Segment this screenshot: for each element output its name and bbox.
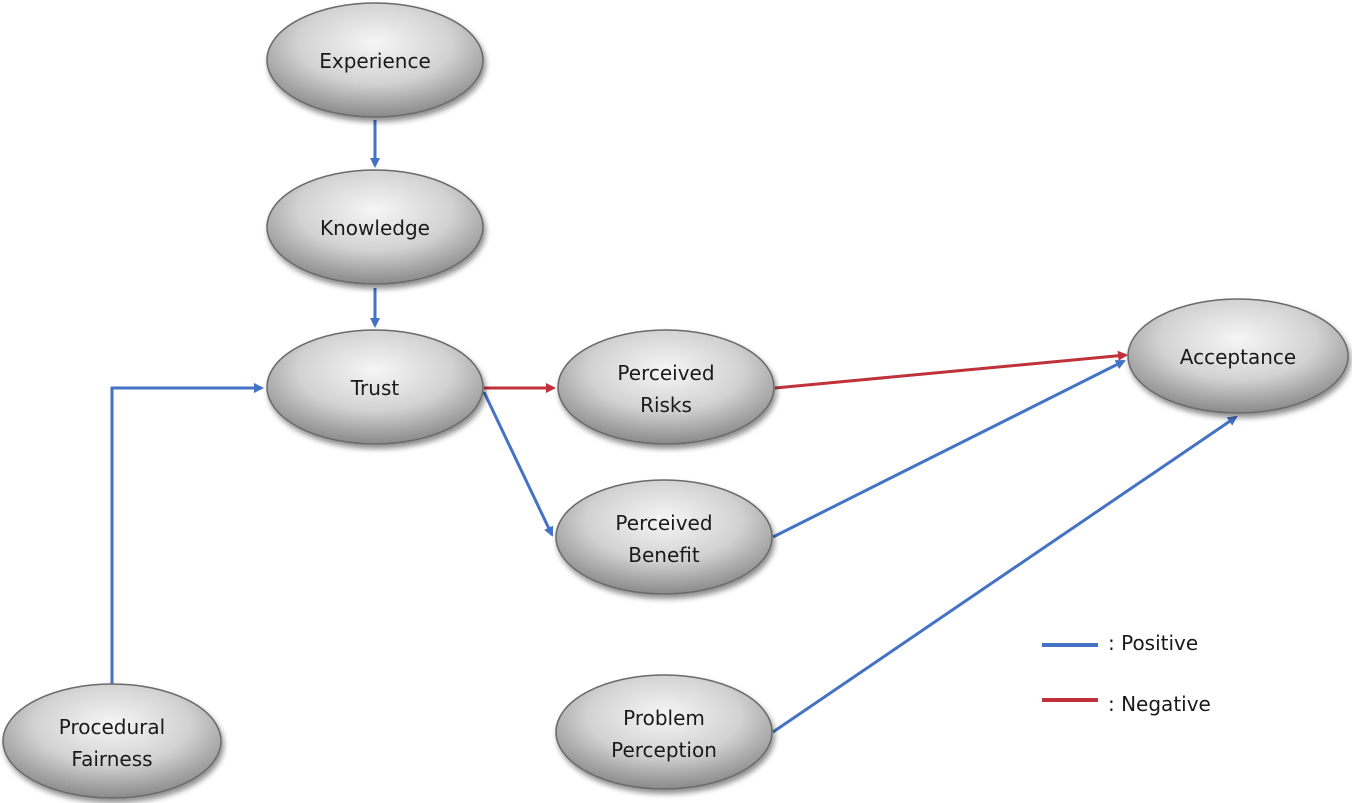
- node-label-line1: Perceived: [615, 511, 712, 535]
- legend-positive-label: : Positive: [1108, 631, 1198, 655]
- node-acceptance: Acceptance: [1127, 298, 1349, 414]
- node-knowledge: Knowledge: [266, 169, 484, 285]
- edge-procedural-fairness-to-trust: [110, 383, 264, 684]
- node-label-line1: Procedural: [59, 715, 165, 739]
- legend-negative-label: : Negative: [1108, 692, 1211, 716]
- edge-perceived-risks-to-acceptance: [774, 350, 1128, 390]
- edge-problem-perception-to-acceptance: [772, 415, 1238, 734]
- node-label: Experience: [319, 49, 431, 73]
- node-label-line1: Problem: [623, 706, 705, 730]
- node-trust: Trust: [266, 329, 484, 445]
- legend: : Positive : Negative: [1042, 631, 1211, 716]
- node-label-line2: Perception: [611, 738, 717, 762]
- edge-perceived-benefit-to-acceptance: [772, 359, 1126, 539]
- node-label: Acceptance: [1180, 345, 1296, 369]
- edges: [110, 120, 1238, 734]
- node-procedural-fairness: Procedural Fairness: [2, 683, 222, 799]
- node-perceived-risks: Perceived Risks: [557, 329, 775, 445]
- node-label: Knowledge: [320, 216, 430, 240]
- node-experience: Experience: [266, 2, 484, 118]
- node-problem-perception: Problem Perception: [555, 674, 773, 790]
- node-label: Trust: [350, 376, 400, 400]
- node-label-line2: Risks: [640, 393, 692, 417]
- node-label-line2: Benefit: [628, 543, 700, 567]
- node-label-line2: Fairness: [71, 747, 152, 771]
- edge-trust-to-perceived-benefit: [482, 391, 554, 537]
- node-label-line1: Perceived: [617, 361, 714, 385]
- node-perceived-benefit: Perceived Benefit: [555, 479, 773, 595]
